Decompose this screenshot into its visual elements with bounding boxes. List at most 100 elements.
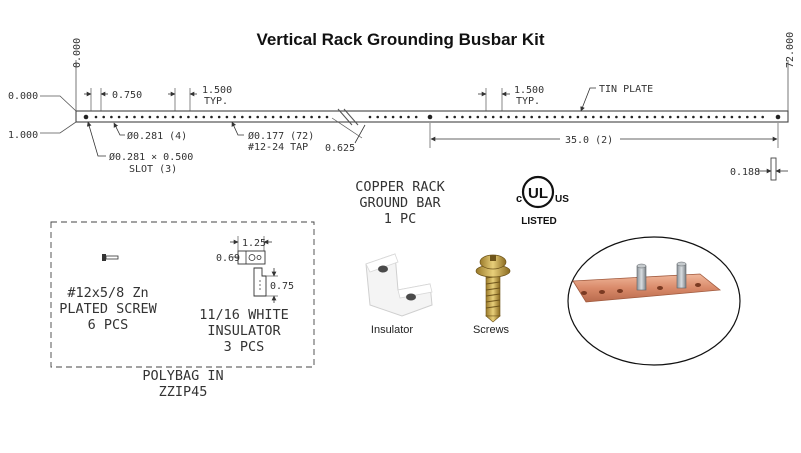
tap-hole xyxy=(225,115,229,119)
polybag-line2: ZZIP45 xyxy=(159,384,208,400)
tap-hole xyxy=(233,115,236,119)
tap-hole xyxy=(110,115,113,119)
tap-label: #12-24 TAP xyxy=(248,142,308,153)
insulator-line1: 11/16 WHITE xyxy=(199,307,288,323)
tap-hole xyxy=(507,115,510,119)
tap-hole xyxy=(468,115,472,119)
polybag-line1: POLYBAG IN xyxy=(142,368,223,384)
tap-hole xyxy=(194,115,198,119)
tap-hole xyxy=(187,115,190,119)
tap-hole xyxy=(545,115,549,119)
tap-hole xyxy=(715,115,718,119)
tap-hole xyxy=(676,115,680,119)
typ-a-label: TYP. xyxy=(204,96,228,107)
tap-hole xyxy=(202,115,206,119)
tap-hole xyxy=(599,115,603,119)
busbar-thickness-view xyxy=(770,157,777,181)
tap-hole xyxy=(171,115,175,119)
tap-hole xyxy=(638,115,641,119)
tap-hole xyxy=(661,115,664,119)
typ-b-label: TYP. xyxy=(516,96,540,107)
insulator-line3: 3 PCS xyxy=(224,339,265,355)
insulator-drawing xyxy=(230,236,278,303)
origin-right-label: 72.000 xyxy=(785,32,796,68)
row-bottom-label: 1.000 xyxy=(8,130,38,141)
tap-hole xyxy=(156,115,159,119)
tap-hole xyxy=(746,115,749,119)
tap-hole xyxy=(561,115,564,119)
tap-hole xyxy=(738,115,741,119)
screws-caption: Screws xyxy=(473,324,510,336)
polybag-box xyxy=(50,221,315,368)
dim-0188-label: 0.188 xyxy=(730,167,760,178)
screw-line1: #12x5/8 Zn xyxy=(67,285,148,301)
tap-hole xyxy=(653,115,657,119)
tap-hole xyxy=(264,115,267,119)
svg-text:US: US xyxy=(555,194,569,205)
dim-35-label: 35.0 (2) xyxy=(565,135,613,146)
dim-069-label: 0.69 xyxy=(216,253,240,264)
tap-hole xyxy=(692,115,695,119)
insulator-caption: Insulator xyxy=(371,324,414,336)
tap-hole xyxy=(584,115,587,119)
tap-hole xyxy=(515,115,518,119)
slot-line1-label: Ø0.281 × 0.500 xyxy=(109,151,193,163)
hole-0177-label: Ø0.177 (72) xyxy=(248,130,314,142)
screw-line2: PLATED SCREW xyxy=(59,301,157,317)
tap-hole xyxy=(294,115,298,119)
tap-hole xyxy=(179,115,182,119)
tap-holes-row xyxy=(94,115,764,119)
tap-hole xyxy=(530,115,533,119)
tap-hole xyxy=(384,115,387,119)
tap-hole xyxy=(407,115,410,119)
tap-hole xyxy=(164,115,167,119)
screw-drawing xyxy=(102,254,119,261)
dim-1500-a-label: 1.500 xyxy=(202,85,232,96)
copper-bar-line3: 1 PC xyxy=(384,211,417,227)
tap-hole xyxy=(761,115,764,119)
dim-125-label: 1.25 xyxy=(242,238,266,249)
tap-hole xyxy=(730,115,734,119)
tap-hole xyxy=(279,115,283,119)
tap-hole xyxy=(592,115,595,119)
mounting-holes xyxy=(83,114,781,120)
tap-hole xyxy=(248,115,252,119)
origin-left-label: 0.000 xyxy=(72,38,83,68)
tap-hole xyxy=(414,115,418,119)
tap-hole xyxy=(476,115,480,119)
insulator-line2: INSULATOR xyxy=(207,323,281,339)
hole-0281-label: Ø0.281 (4) xyxy=(127,130,187,142)
tap-hole xyxy=(522,115,526,119)
ul-listed-mark: UL c US LISTED xyxy=(516,175,569,227)
tap-hole xyxy=(645,115,649,119)
tap-hole xyxy=(287,115,290,119)
tap-hole xyxy=(753,115,757,119)
dim-1500-b-label: 1.500 xyxy=(514,85,544,96)
dim-075-label: 0.75 xyxy=(270,281,294,292)
busbar-outline xyxy=(75,108,789,126)
svg-text:LISTED: LISTED xyxy=(521,216,557,227)
busbar-photo xyxy=(567,236,741,366)
tap-hole xyxy=(699,115,703,119)
tap-hole xyxy=(217,115,221,119)
dim-0750-label: 0.750 xyxy=(112,90,142,101)
tap-hole xyxy=(499,115,503,119)
copper-bar-line2: GROUND BAR xyxy=(359,195,441,211)
tap-hole xyxy=(538,115,541,119)
svg-text:UL: UL xyxy=(528,185,548,202)
tap-hole xyxy=(576,115,580,119)
tap-hole xyxy=(707,115,711,119)
tap-hole xyxy=(669,115,672,119)
tap-hole xyxy=(210,115,213,119)
tin-plate-label: TIN PLATE xyxy=(599,84,653,95)
tap-hole xyxy=(399,115,403,119)
tap-hole xyxy=(94,115,98,119)
screw-line3: 6 PCS xyxy=(88,317,129,333)
tap-hole xyxy=(241,115,244,119)
tap-hole xyxy=(102,115,105,119)
tap-hole xyxy=(376,115,380,119)
screw-photo xyxy=(475,254,511,323)
tap-hole xyxy=(622,115,626,119)
